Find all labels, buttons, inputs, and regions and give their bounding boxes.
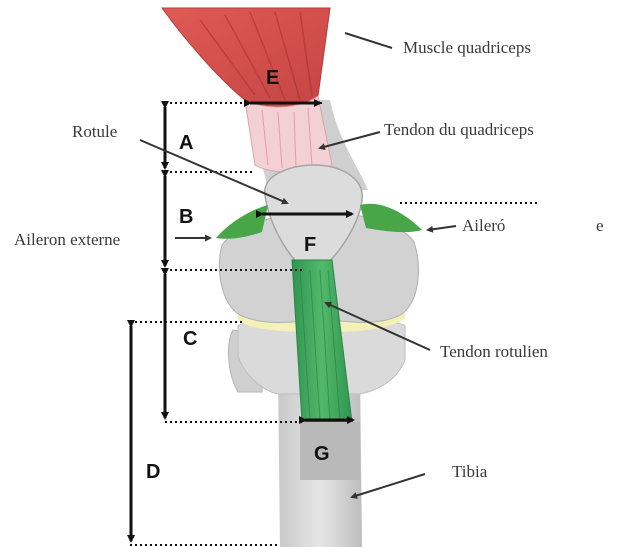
label-muscle-quadriceps: Muscle quadriceps bbox=[403, 38, 531, 57]
label-tendon-quadriceps: Tendon du quadriceps bbox=[384, 120, 534, 139]
label-tendon-rotulien: Tendon rotulien bbox=[440, 342, 548, 361]
label-aileron-right-end: e bbox=[596, 216, 604, 235]
aileron-right bbox=[360, 204, 422, 232]
leader-tibia bbox=[352, 474, 425, 497]
measure-label-C: C bbox=[183, 328, 197, 350]
label-aileron-right-partial: Aileró bbox=[462, 216, 505, 235]
knee-anatomy bbox=[162, 8, 422, 547]
measure-label-A: A bbox=[179, 132, 193, 154]
label-aileron-externe: Aileron externe bbox=[14, 230, 120, 249]
measure-label-D: D bbox=[146, 461, 160, 483]
measure-label-G: G bbox=[314, 443, 330, 465]
label-tibia: Tibia bbox=[452, 462, 488, 481]
measure-label-E: E bbox=[266, 67, 279, 89]
mask-right-label bbox=[520, 210, 580, 245]
measure-label-F: F bbox=[304, 234, 316, 256]
leader-aileron-right bbox=[428, 226, 456, 230]
label-rotule: Rotule bbox=[72, 122, 117, 141]
tibial-tuberosity bbox=[300, 422, 360, 480]
measure-label-B: B bbox=[179, 206, 193, 228]
leader-muscle bbox=[345, 33, 392, 48]
quadriceps-muscle bbox=[162, 8, 330, 107]
quadriceps-tendon bbox=[245, 96, 332, 173]
